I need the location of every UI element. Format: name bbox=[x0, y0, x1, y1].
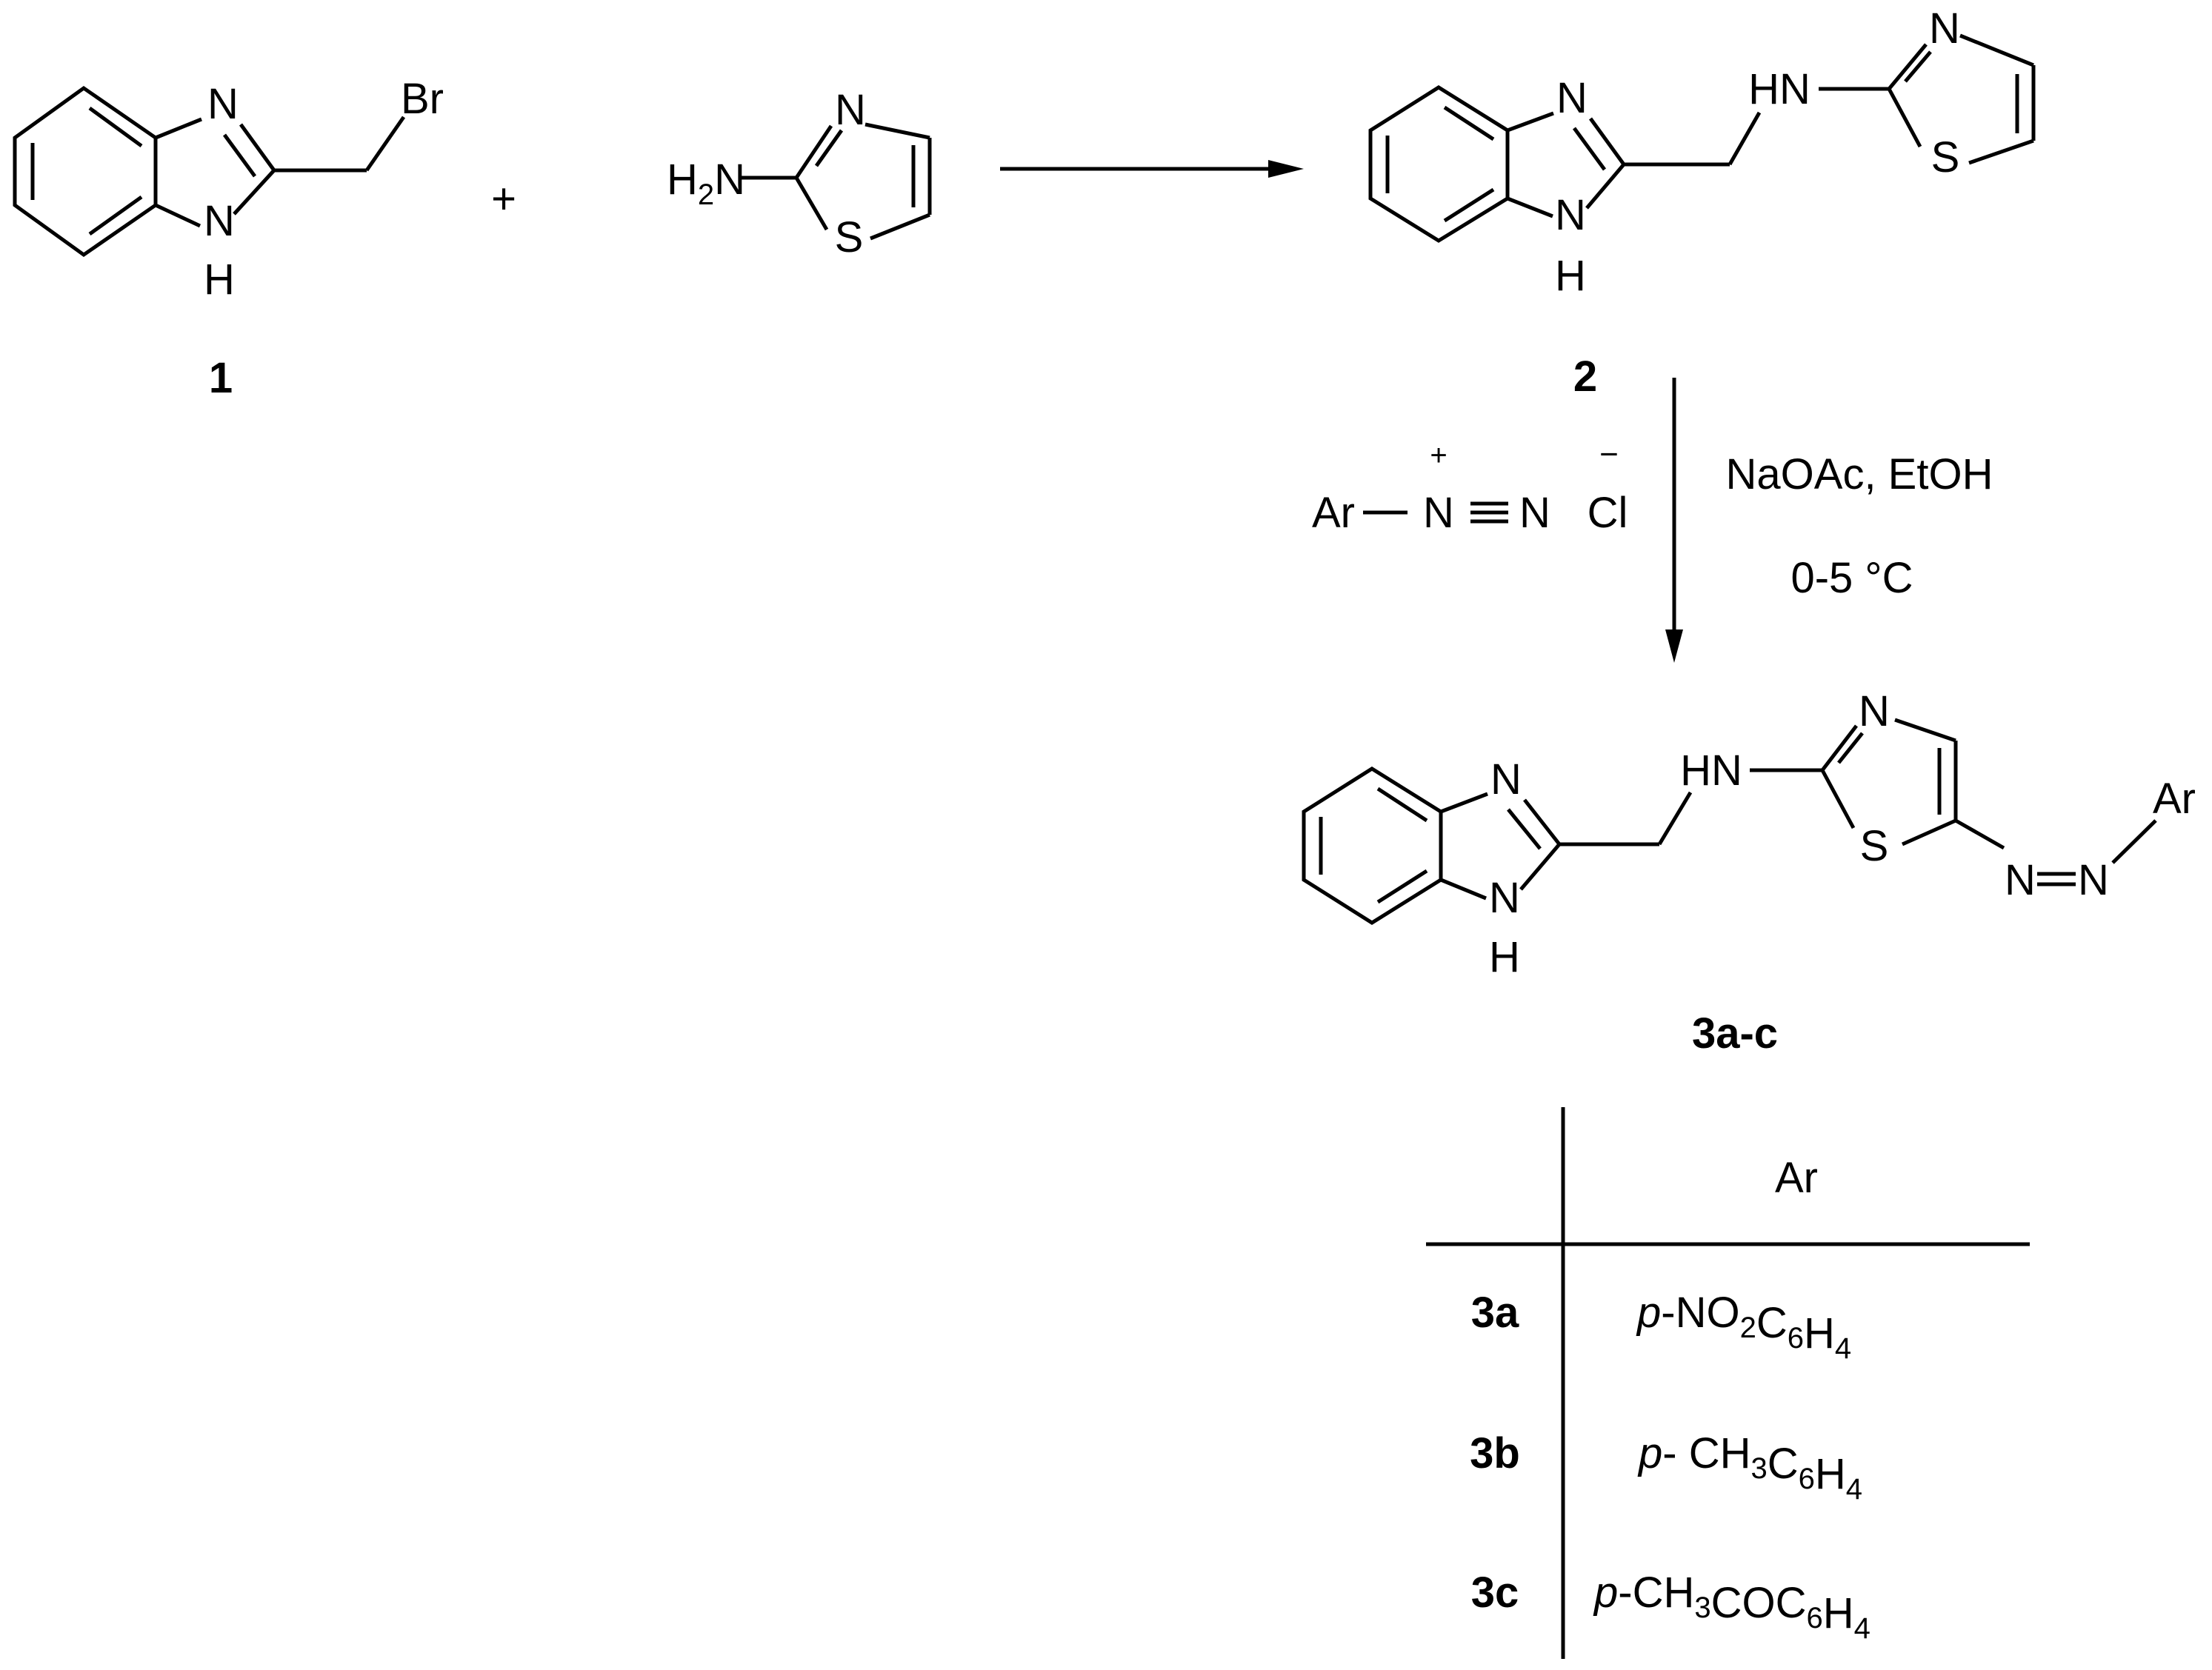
compound-label-3: 3a-c bbox=[1692, 1009, 1778, 1058]
atom-n-azo-1: N bbox=[2005, 856, 2036, 904]
atom-s-thiazole-3: S bbox=[1860, 822, 1889, 870]
atom-h-2: H bbox=[1555, 252, 1586, 300]
table-lines bbox=[1426, 1107, 2030, 1659]
atom-n-3: N bbox=[1556, 74, 1588, 122]
atom-n-thiazole-1: N bbox=[835, 86, 866, 134]
atom-hn-1: HN bbox=[1748, 65, 1810, 113]
compound-2-structure bbox=[1368, 33, 2036, 243]
atom-n-6: N bbox=[1489, 874, 1520, 922]
atom-n-5: N bbox=[1490, 755, 1522, 804]
atom-ar-1: Ar bbox=[1312, 489, 1355, 537]
table-row-substituent: p-CH3COC6H4 bbox=[1593, 1569, 1870, 1645]
table-row-substituent: p-NO2C6H4 bbox=[1636, 1289, 1851, 1365]
compound-label-1: 1 bbox=[209, 354, 233, 402]
atom-h-1: H bbox=[204, 255, 235, 304]
atom-h-3: H bbox=[1489, 933, 1520, 981]
compound-3-structure bbox=[1302, 718, 2157, 925]
aminothiazole-structure bbox=[741, 122, 932, 241]
table-row-substituent: p- CH3C6H4 bbox=[1637, 1429, 1862, 1506]
table-row-id: 3b bbox=[1470, 1429, 1520, 1477]
reaction-arrow-head bbox=[1268, 160, 1304, 178]
atom-n-4: N bbox=[1555, 191, 1586, 239]
diazonium-bonds bbox=[1363, 501, 1508, 524]
compound-1-structure bbox=[13, 85, 406, 258]
atom-n-thiazole-3: N bbox=[1859, 687, 1890, 735]
compound-label-2: 2 bbox=[1573, 353, 1597, 401]
atom-n-diazo-2: N bbox=[1519, 489, 1550, 537]
atom-br: Br bbox=[401, 75, 444, 123]
vertical-arrow-head bbox=[1665, 629, 1683, 663]
plus-sign: + bbox=[491, 175, 516, 223]
table-row-id: 3a bbox=[1471, 1289, 1519, 1337]
atom-n-1: N bbox=[207, 80, 239, 128]
atom-s-thiazole-1: S bbox=[835, 213, 864, 261]
atom-n-azo-2: N bbox=[2078, 856, 2109, 904]
atom-n-thiazole-2: N bbox=[1929, 4, 1960, 53]
condition-temperature: 0-5 °C bbox=[1790, 554, 1913, 602]
atom-n-diazo-1: N bbox=[1423, 489, 1454, 537]
atom-n-2: N bbox=[204, 197, 235, 245]
table-header-ar: Ar bbox=[1775, 1154, 1818, 1202]
charge-plus: + bbox=[1430, 439, 1447, 472]
atom-cl: Cl bbox=[1588, 489, 1628, 537]
charge-minus: − bbox=[1599, 436, 1619, 472]
atom-s-thiazole-2: S bbox=[1931, 133, 1960, 181]
table-row-id: 3c bbox=[1471, 1569, 1519, 1617]
atom-hn-2: HN bbox=[1680, 747, 1742, 795]
condition-reagents: NaOAc, EtOH bbox=[1726, 450, 1993, 498]
amine-h2n: H2N bbox=[667, 156, 745, 211]
atom-ar-2: Ar bbox=[2153, 775, 2196, 823]
